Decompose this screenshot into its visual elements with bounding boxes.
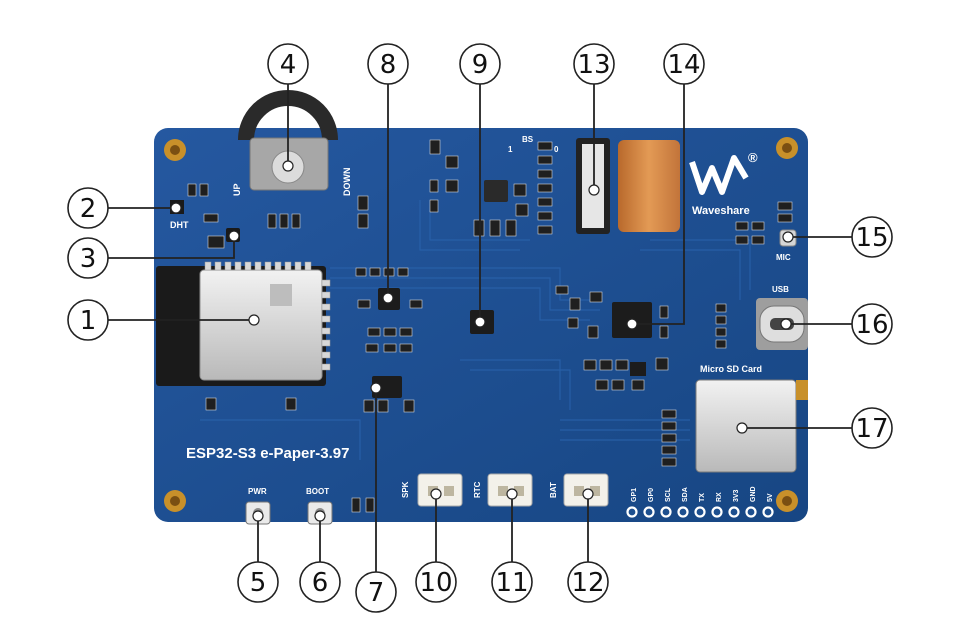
- silk-up: UP: [232, 183, 242, 196]
- callout-6: 6: [299, 561, 341, 603]
- waveshare-logo: [689, 155, 749, 195]
- callout-10: 10: [415, 561, 457, 603]
- silk-pin-label: TX: [699, 493, 706, 502]
- silk-pin-label: SCL: [665, 487, 672, 502]
- pcb-traces: [200, 200, 751, 460]
- callout-number: 9: [472, 50, 489, 80]
- callout-number: 3: [80, 244, 97, 274]
- callout-8: 8: [367, 43, 409, 85]
- callout-11: 11: [491, 561, 533, 603]
- silk-micro-sd: Micro SD Card: [700, 364, 762, 374]
- silk-pwr: PWR: [248, 487, 267, 496]
- esp32-module: [156, 261, 331, 386]
- silk-spk: SPK: [401, 481, 410, 498]
- spk-connector: [417, 473, 463, 507]
- callout-number: 6: [312, 568, 329, 598]
- silk-pin-label: GND: [750, 486, 757, 502]
- silk-usb: USB: [772, 285, 789, 294]
- callout-number: 5: [250, 568, 267, 598]
- callout-9: 9: [459, 43, 501, 85]
- silk-rtc: RTC: [473, 481, 482, 498]
- gpio-header-pads: [626, 506, 774, 518]
- callout-4: 4: [267, 43, 309, 85]
- silk-boot: BOOT: [306, 487, 329, 496]
- callout-15: 15: [851, 216, 893, 258]
- micro-sd-slot: [695, 379, 808, 473]
- silk-brand: Waveshare: [692, 205, 750, 217]
- callout-number: 2: [80, 194, 97, 224]
- leader-lines: [108, 84, 852, 572]
- callout-13: 13: [573, 43, 615, 85]
- callout-16: 16: [851, 303, 893, 345]
- silk-down: DOWN: [342, 168, 352, 197]
- callout-number: 14: [667, 50, 700, 80]
- silk-mic: MIC: [776, 253, 791, 262]
- callout-number: 4: [280, 50, 297, 80]
- callout-2: 2: [67, 187, 109, 229]
- silk-pin-label: 3V3: [733, 489, 740, 502]
- callout-5: 5: [237, 561, 279, 603]
- silk-pin-labels: GP1 GP0 SCL SDA TX RX 3V3 GND 5V: [631, 486, 774, 502]
- silk-pin-label: GP0: [648, 488, 655, 502]
- callout-number: 11: [495, 568, 528, 598]
- silk-pin-label: SDA: [682, 487, 689, 502]
- callout-3: 3: [67, 237, 109, 279]
- silk-registered: ®: [748, 150, 758, 165]
- mounting-holes: [164, 137, 798, 512]
- callout-number: 17: [855, 414, 888, 444]
- callout-number: 12: [571, 568, 604, 598]
- callout-number: 7: [368, 578, 385, 608]
- silk-pin-label: RX: [716, 492, 723, 502]
- callout-number: 8: [380, 50, 397, 80]
- callout-1: 1: [67, 299, 109, 341]
- silk-pin-label: GP1: [631, 488, 638, 502]
- callout-number: 13: [577, 50, 610, 80]
- silk-bat: BAT: [549, 482, 558, 498]
- silk-bs: BS: [522, 135, 534, 144]
- callout-7: 7: [355, 571, 397, 613]
- callout-number: 16: [855, 310, 888, 340]
- callout-number: 1: [80, 306, 97, 336]
- silk-bs-one: 1: [508, 145, 513, 154]
- silk-board-title: ESP32-S3 e-Paper-3.97: [186, 445, 349, 462]
- silk-dht: DHT: [170, 220, 189, 230]
- smd-components: [187, 139, 793, 513]
- silk-bs-zero: 0: [554, 145, 559, 154]
- callout-17: 17: [851, 407, 893, 449]
- callout-14: 14: [663, 43, 705, 85]
- callout-12: 12: [567, 561, 609, 603]
- callout-number: 10: [419, 568, 452, 598]
- leader-end-dots: [170, 160, 794, 522]
- callout-number: 15: [855, 223, 888, 253]
- silk-pin-label: 5V: [767, 493, 774, 502]
